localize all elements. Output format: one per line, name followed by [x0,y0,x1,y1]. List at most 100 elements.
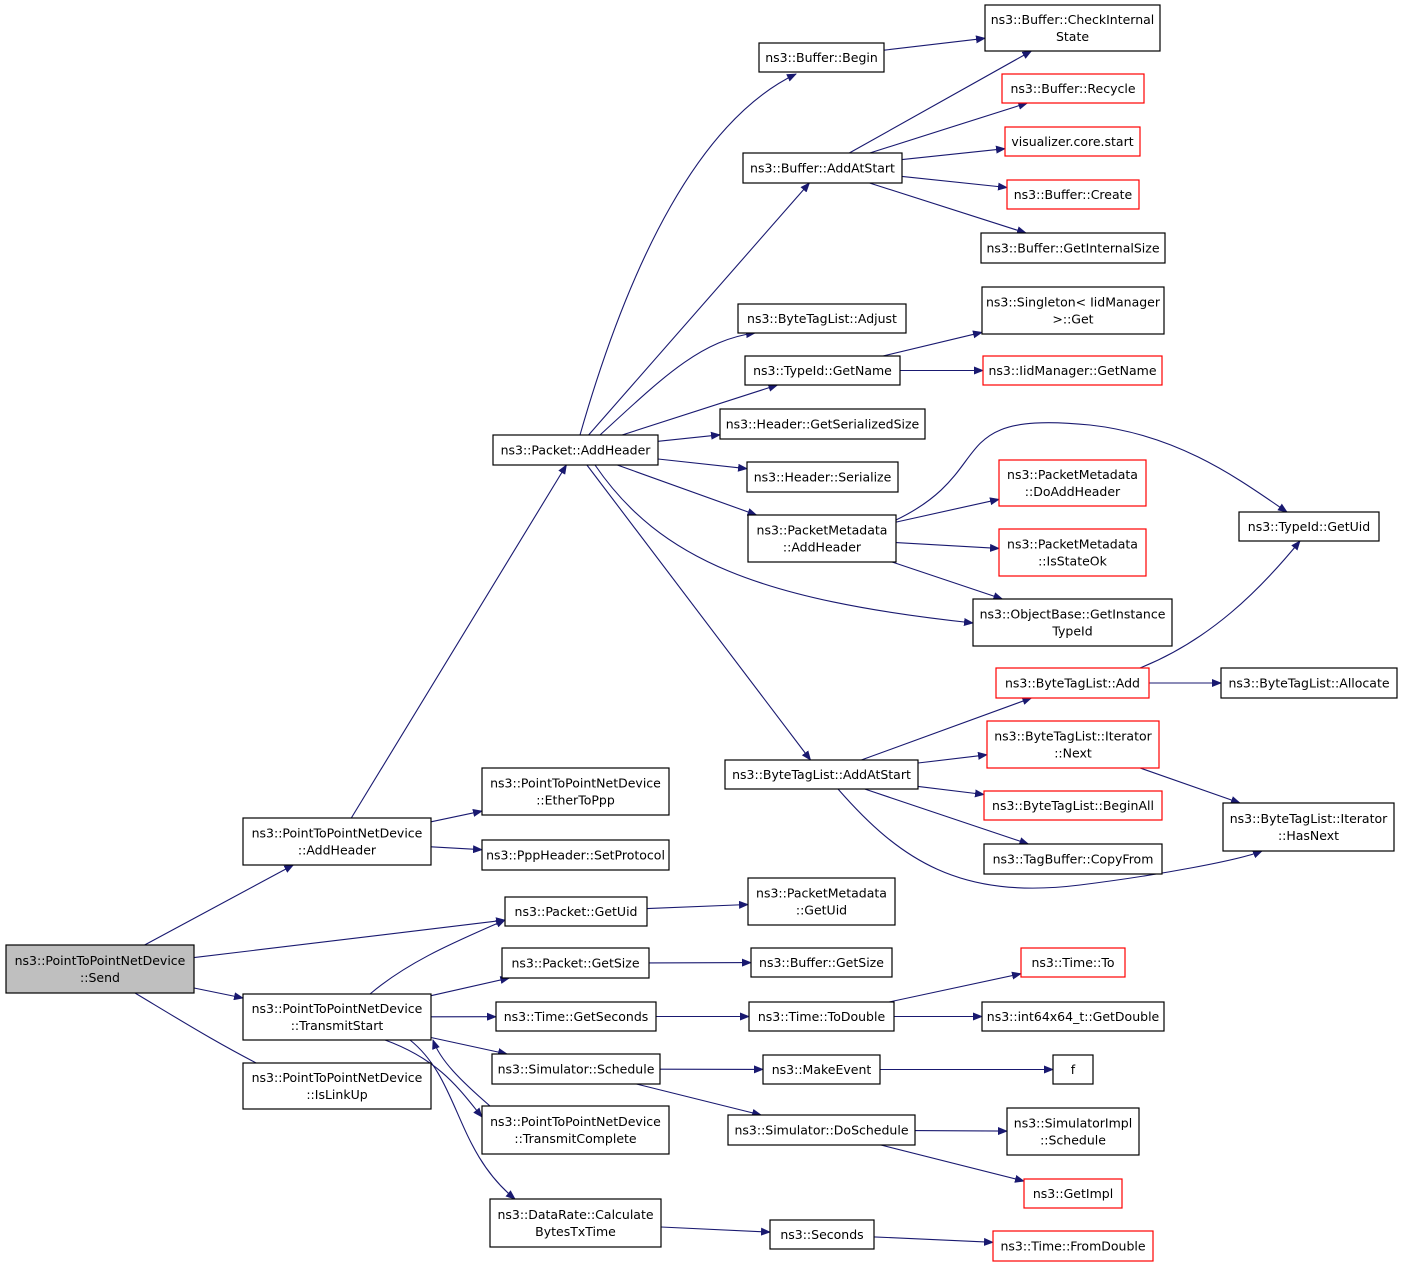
node-label: >::Get [1052,312,1093,327]
node-box [982,355,1163,386]
node-label: ns3::PointToPointNetDevice [252,826,423,841]
node-send[interactable]: ns3::PointToPointNetDevice::Send [5,944,195,994]
edge-pm_addheader-to-typeid_getuid [895,422,1288,521]
node-packet-getsize[interactable]: ns3::Packet::GetSize [501,947,650,979]
node-int64-getdouble[interactable]: ns3::int64x64_t::GetDouble [981,1001,1165,1032]
edge-send-to-transmitstart [193,987,244,1001]
edge-p2p_addheader-to-packet_addheader [350,464,567,819]
node-label: ns3::Time::To [1032,955,1115,970]
edge-btl_iter_next-to-btl_iter_hasnext [1139,767,1241,804]
node-box [769,1219,875,1250]
node-pm-doaddheader[interactable]: ns3::PacketMetadata::DoAddHeader [998,459,1147,507]
node-btl-iter-hasnext[interactable]: ns3::ByteTagList::Iterator::HasNext [1222,802,1395,852]
node-box [1023,1178,1123,1209]
node-seconds[interactable]: ns3::Seconds [769,1219,875,1250]
node-label: State [1056,29,1089,44]
node-label: ns3::PacketMetadata [757,523,888,538]
node-box [983,843,1163,875]
edge-time_todouble-to-time_to [888,971,1022,1003]
node-box [492,434,659,466]
node-header-serialize[interactable]: ns3::Header::Serialize [746,461,899,493]
node-label: f [1071,1062,1076,1077]
node-label: ns3::ByteTagList::Adjust [747,311,897,326]
node-pm-getuid[interactable]: ns3::PacketMetadata::GetUid [747,877,896,926]
node-btl-adjust[interactable]: ns3::ByteTagList::Adjust [737,303,907,334]
node-pm-addheader[interactable]: ns3::PacketMetadata::AddHeader [747,514,897,563]
node-label: ns3::GetImpl [1033,1186,1113,1201]
node-label: ns3::Buffer::GetSize [759,955,884,970]
node-singleton-get[interactable]: ns3::Singleton< IidManager>::Get [981,286,1165,335]
node-buffer-create[interactable]: ns3::Buffer::Create [1006,179,1140,210]
node-buffer-addatstart[interactable]: ns3::Buffer::AddAtStart [742,152,903,184]
node-viz-start[interactable]: visualizer.core.start [1004,126,1141,157]
node-label: ::TransmitStart [291,1018,384,1033]
node-getimpl[interactable]: ns3::GetImpl [1023,1178,1123,1209]
node-box [5,944,195,994]
node-typeid-getuid[interactable]: ns3::TypeId::GetUid [1238,511,1380,542]
node-islinkup[interactable]: ns3::PointToPointNetDevice::IsLinkUp [242,1062,432,1110]
node-f[interactable]: f [1052,1054,1094,1085]
node-setprotocol[interactable]: ns3::PppHeader::SetProtocol [481,839,670,871]
node-time-to[interactable]: ns3::Time::To [1020,947,1126,978]
node-iidmanager-getname[interactable]: ns3::IidManager::GetName [982,355,1163,386]
edge-seconds-to-time_fromdouble [873,1236,994,1246]
node-label: ::AddHeader [783,540,862,555]
edge-p2p_addheader-to-ethertoppp [430,809,483,823]
edge-transmitstart-to-transmitcomplete [384,1039,483,1118]
node-time-getseconds[interactable]: ns3::Time::GetSeconds [495,1001,657,1032]
node-btl-allocate[interactable]: ns3::ByteTagList::Allocate [1220,667,1398,699]
node-makeevent[interactable]: ns3::MakeEvent [762,1054,881,1085]
node-transmitstart[interactable]: ns3::PointToPointNetDevice::TransmitStar… [242,993,432,1041]
node-label: ns3::PointToPointNetDevice [15,953,186,968]
node-sim-schedule[interactable]: ns3::Simulator::Schedule [491,1053,661,1085]
node-buffer-begin[interactable]: ns3::Buffer::Begin [758,42,885,73]
node-sim-doschedule[interactable]: ns3::Simulator::DoSchedule [727,1114,916,1146]
node-label: ns3::Buffer::CheckInternal [991,12,1155,27]
node-buffer-getinternalsize[interactable]: ns3::Buffer::GetInternalSize [980,232,1166,264]
edge-btl_addatstart-to-btl_beginall [917,785,985,798]
node-typeid-getname[interactable]: ns3::TypeId::GetName [744,355,901,386]
node-btl-add[interactable]: ns3::ByteTagList::Add [995,667,1150,699]
edge-pm_addheader-to-pm_doaddheader [895,497,1000,523]
node-label: ns3::Buffer::GetInternalSize [986,241,1159,256]
node-btl-iter-next[interactable]: ns3::ByteTagList::Iterator::Next [986,720,1160,769]
node-time-todouble[interactable]: ns3::Time::ToDouble [748,1001,895,1032]
edge-btl_add-to-typeid_getuid [1139,540,1301,669]
node-box [747,514,897,563]
node-box [719,408,926,440]
node-label: ns3::Time::ToDouble [758,1009,886,1024]
edge-btl_addatstart-to-tagbuffer_copyfrom [864,788,1030,845]
node-ethertoppp[interactable]: ns3::PointToPointNetDevice::EtherToPpp [481,767,670,816]
node-header-getsersize[interactable]: ns3::Header::GetSerializedSize [719,408,926,440]
edge-p2p_addheader-to-setprotocol [430,845,483,854]
edge-typeid_getname-to-singleton_get [882,330,983,357]
node-btl-addatstart[interactable]: ns3::ByteTagList::AddAtStart [724,759,919,790]
node-box [724,759,919,790]
edge-transmitcomplete-to-transmitstart [432,1039,491,1107]
edge-btl_addatstart-to-btl_iter_hasnext [837,788,1263,889]
node-btl-beginall[interactable]: ns3::ByteTagList::BeginAll [983,790,1163,821]
node-box [750,947,893,978]
node-buffer-recycle[interactable]: ns3::Buffer::Recycle [1001,73,1145,104]
node-packet-getuid[interactable]: ns3::Packet::GetUid [504,896,648,927]
node-label: ns3::PacketMetadata [1007,537,1138,552]
node-p2p-addheader[interactable]: ns3::PointToPointNetDevice::AddHeader [242,817,432,866]
node-tagbuffer-copyfrom[interactable]: ns3::TagBuffer::CopyFrom [983,843,1163,875]
node-pm-isstateok[interactable]: ns3::PacketMetadata::IsStateOk [998,528,1147,577]
node-box [984,4,1161,52]
node-buffer-getsize[interactable]: ns3::Buffer::GetSize [750,947,893,978]
node-time-fromdouble[interactable]: ns3::Time::FromDouble [992,1230,1154,1262]
node-simimpl-schedule[interactable]: ns3::SimulatorImpl::Schedule [1006,1107,1140,1156]
node-box [491,1053,661,1085]
edge-buffer_addatstart-to-buffer_recycle [869,101,1029,154]
node-label: ns3::Singleton< IidManager [986,295,1161,310]
node-transmitcomplete[interactable]: ns3::PointToPointNetDevice::TransmitComp… [481,1105,670,1155]
node-box [998,459,1147,507]
node-label: ns3::Buffer::Begin [765,50,878,65]
node-box [481,767,670,816]
node-label: ns3::ByteTagList::Allocate [1228,676,1389,691]
node-packet-addheader[interactable]: ns3::Packet::AddHeader [492,434,659,466]
